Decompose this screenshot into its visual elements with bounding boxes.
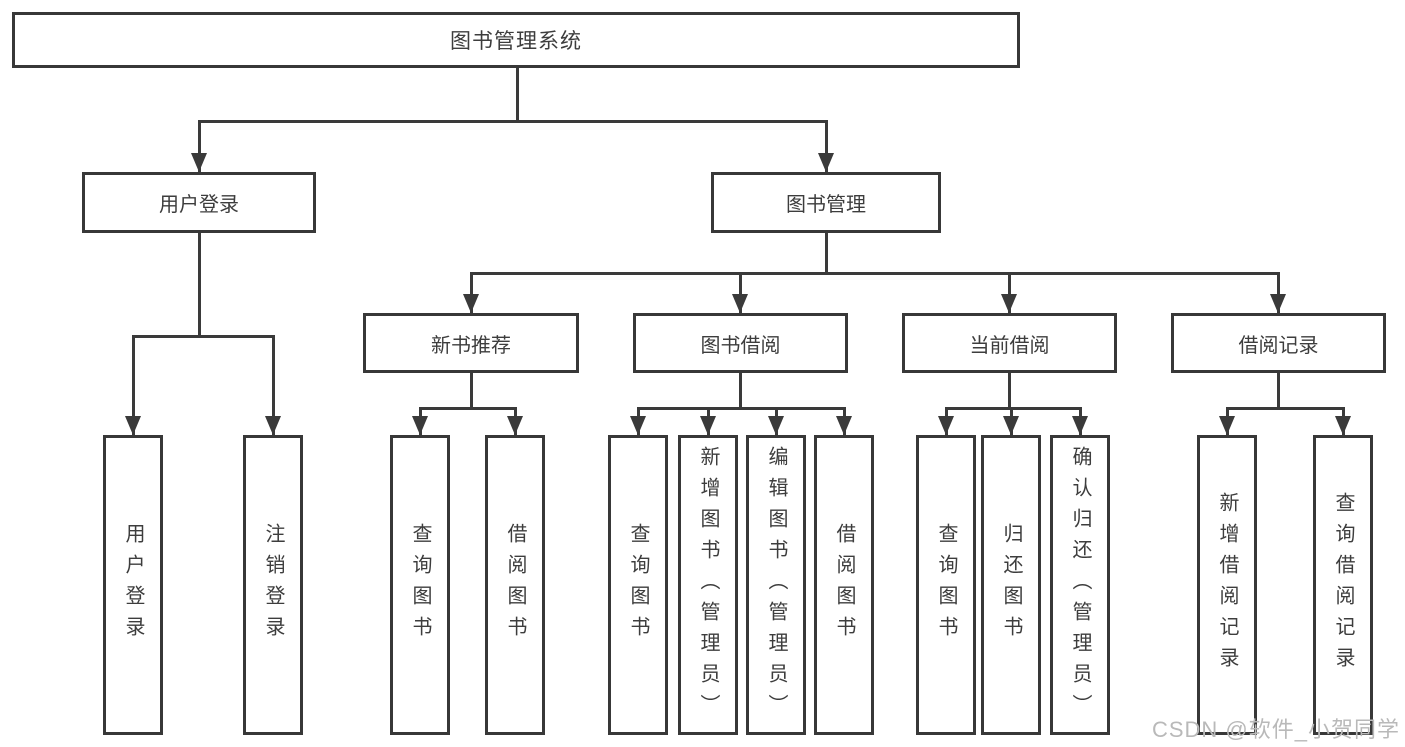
connector-line <box>198 120 201 172</box>
connector-line <box>470 272 473 313</box>
arrow-down-icon <box>732 294 748 313</box>
arrow-down-icon <box>1219 416 1235 435</box>
connector-line <box>470 372 473 410</box>
leaf-label: 借阅图书 <box>833 523 855 647</box>
leaf-label: 确认归还（管理员） <box>1069 445 1091 725</box>
leaf-label: 注销登录 <box>262 523 284 647</box>
leaf-add-book-admin: 新增图书（管理员） <box>678 435 738 735</box>
connector-line <box>198 233 201 338</box>
leaf-label: 用户登录 <box>122 523 144 647</box>
connector-line <box>637 407 845 410</box>
connector-line <box>739 272 742 313</box>
leaf-confirm-return-admin: 确认归还（管理员） <box>1050 435 1110 735</box>
connector-line <box>198 120 828 123</box>
arrow-down-icon <box>265 416 281 435</box>
node-borrowing-records: 借阅记录 <box>1171 313 1386 373</box>
node-user-login: 用户登录 <box>82 172 316 233</box>
connector-line <box>419 407 517 410</box>
leaf-query-borrow-record: 查询借阅记录 <box>1313 435 1373 735</box>
leaf-label: 查询图书 <box>409 523 431 647</box>
leaf-user-login: 用户登录 <box>103 435 163 735</box>
arrow-down-icon <box>412 416 428 435</box>
leaf-edit-book-admin: 编辑图书（管理员） <box>746 435 806 735</box>
arrow-down-icon <box>1003 416 1019 435</box>
node-library-management-system: 图书管理系统 <box>12 12 1020 68</box>
leaf-query-books-borrow: 查询图书 <box>608 435 668 735</box>
leaf-label: 查询借阅记录 <box>1332 492 1354 678</box>
arrow-down-icon <box>1072 416 1088 435</box>
connector-line <box>1277 372 1280 410</box>
connector-line <box>470 272 1280 275</box>
connector-line <box>1008 272 1011 313</box>
leaf-add-borrow-record: 新增借阅记录 <box>1197 435 1257 735</box>
connector-line <box>272 335 275 435</box>
connector-line <box>1008 372 1011 410</box>
node-new-book-recommendation: 新书推荐 <box>363 313 579 373</box>
arrow-down-icon <box>768 416 784 435</box>
connector-line <box>1277 272 1280 313</box>
connector-line <box>739 372 742 410</box>
leaf-label: 新增图书（管理员） <box>697 445 719 725</box>
leaf-return-books: 归还图书 <box>981 435 1041 735</box>
node-current-borrowing: 当前借阅 <box>902 313 1117 373</box>
arrow-down-icon <box>191 153 207 172</box>
leaf-label: 查询图书 <box>627 523 649 647</box>
arrow-down-icon <box>836 416 852 435</box>
arrow-down-icon <box>1335 416 1351 435</box>
leaf-label: 借阅图书 <box>504 523 526 647</box>
watermark: CSDN @软件_小贺同学 <box>1151 717 1400 742</box>
connector-line <box>1226 407 1344 410</box>
node-book-borrowing: 图书借阅 <box>633 313 848 373</box>
arrow-down-icon <box>630 416 646 435</box>
leaf-borrow-books-recommend: 借阅图书 <box>485 435 545 735</box>
leaf-query-books-recommend: 查询图书 <box>390 435 450 735</box>
arrow-down-icon <box>1270 294 1286 313</box>
node-book-management: 图书管理 <box>711 172 941 233</box>
leaf-label: 归还图书 <box>1000 523 1022 647</box>
arrow-down-icon <box>125 416 141 435</box>
leaf-logout: 注销登录 <box>243 435 303 735</box>
arrow-down-icon <box>1001 294 1017 313</box>
leaf-label: 新增借阅记录 <box>1216 492 1238 678</box>
connector-line <box>516 68 519 123</box>
arrow-down-icon <box>818 153 834 172</box>
leaf-label: 编辑图书（管理员） <box>765 445 787 725</box>
arrow-down-icon <box>463 294 479 313</box>
connector-line <box>825 120 828 172</box>
leaf-label: 查询图书 <box>935 523 957 647</box>
arrow-down-icon <box>700 416 716 435</box>
connector-line <box>132 335 135 435</box>
leaf-borrow-books: 借阅图书 <box>814 435 874 735</box>
connector-line <box>825 233 828 275</box>
arrow-down-icon <box>507 416 523 435</box>
connector-line <box>945 407 1082 410</box>
arrow-down-icon <box>938 416 954 435</box>
leaf-query-books-current: 查询图书 <box>916 435 976 735</box>
connector-line <box>132 335 275 338</box>
